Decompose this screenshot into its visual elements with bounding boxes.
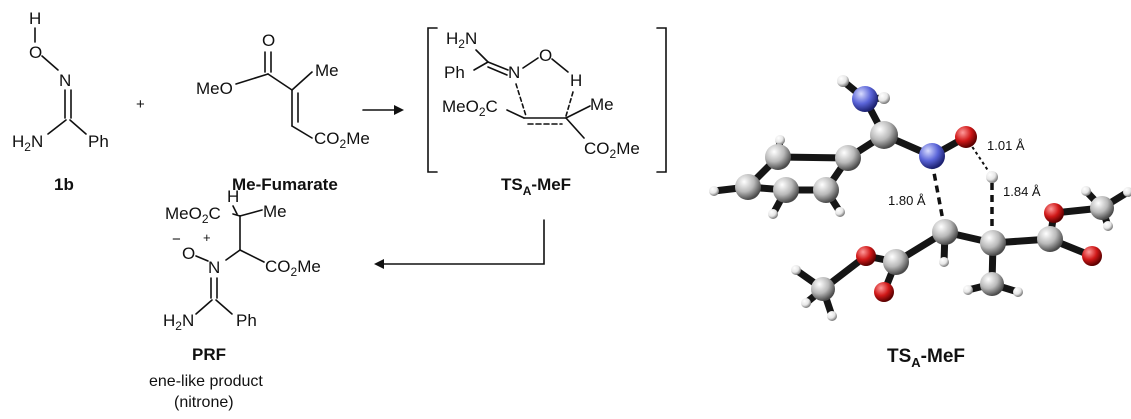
prf-charge-plus: +: [203, 230, 211, 245]
model-atoms: [709, 75, 1131, 321]
model-h: [878, 92, 890, 104]
model-h: [835, 207, 845, 217]
model-h: [939, 257, 949, 267]
ts-bracket-structure: H2N Ph N O H MeO2C Me CO2Me TSA-MeF: [427, 27, 667, 198]
plus-sign: +: [136, 96, 145, 113]
model-o: [1082, 246, 1102, 266]
model-h-transfer: [986, 171, 998, 183]
model-c-ring: [773, 177, 799, 203]
model-c-methyl: [1090, 196, 1114, 220]
model-h: [1081, 186, 1091, 196]
atom-h-red: H: [29, 9, 41, 28]
prf-atom-n: N: [208, 258, 220, 277]
atom-meo: MeO: [196, 79, 233, 98]
molecule-1b: H O N H2N Ph 1b: [12, 9, 109, 194]
atom-ph: Ph: [88, 132, 109, 151]
prf-charge-minus: −: [172, 231, 181, 248]
ts-atom-o: O: [539, 46, 552, 65]
atom-nh2: H2N: [12, 132, 43, 154]
model-o: [1044, 203, 1064, 223]
label-ts-mef: TSA-MeF: [501, 175, 571, 198]
model-n-amine: [852, 86, 878, 112]
ts-atom-h-red: H: [570, 71, 582, 90]
prf-atom-o: O: [182, 244, 195, 263]
prf-atom-me: Me: [263, 202, 287, 221]
model-c-methyl: [980, 272, 1004, 296]
ts-3d-model: 1.01 Å 1.80 Å 1.84 Å TSA-MeF: [709, 75, 1131, 370]
molecule-me-fumarate: O MeO Me CO2Me Me-Fumarate: [196, 31, 370, 194]
model-o-oxime: [955, 126, 977, 148]
label-ts-mef-model: TSA-MeF: [887, 346, 965, 370]
prf-atom-nh2: H2N: [163, 311, 194, 333]
atom-o: O: [29, 43, 42, 62]
distance-oh: 1.01 Å: [987, 138, 1025, 153]
distance-hc: 1.84 Å: [1003, 184, 1041, 199]
label-1b: 1b: [54, 175, 74, 194]
model-h: [837, 75, 849, 87]
label-ene-like-product: ene-like product: [149, 373, 263, 390]
model-c-ring: [735, 174, 761, 200]
atom-co2me: CO2Me: [314, 129, 370, 151]
model-c-ester: [883, 249, 909, 275]
model-forming-bonds: [930, 141, 994, 236]
prf-atom-meo2c: MeO2C: [165, 204, 221, 226]
model-o: [874, 282, 894, 302]
atom-n: N: [59, 71, 71, 90]
model-c-ring: [765, 144, 791, 170]
ts-atom-meo2c: MeO2C: [442, 97, 498, 119]
arrow-to-product: [374, 219, 545, 269]
model-c-amidine: [870, 121, 898, 149]
model-c-ring: [835, 145, 861, 171]
model-h: [1103, 221, 1113, 231]
model-c-methyl: [811, 277, 835, 301]
arrow-to-ts: [362, 105, 404, 115]
molecule-prf: H MeO2C Me CO2Me − O + N H2N Ph PRF ene-…: [149, 187, 321, 411]
model-h: [775, 135, 785, 145]
prf-atom-h-red: H: [227, 187, 239, 206]
model-h: [768, 209, 778, 219]
ts-atom-ph: Ph: [444, 63, 465, 82]
prf-atom-ph: Ph: [236, 311, 257, 330]
atom-o-carbonyl: O: [262, 31, 275, 50]
model-h: [963, 285, 973, 295]
model-o: [856, 246, 876, 266]
ts-atom-nh2: H2N: [446, 29, 477, 51]
model-c-ring: [813, 177, 839, 203]
model-h: [801, 298, 811, 308]
model-h: [791, 265, 801, 275]
label-prf: PRF: [192, 345, 226, 364]
model-c-alkene: [980, 230, 1006, 256]
distance-nc: 1.80 Å: [888, 193, 926, 208]
ts-atom-me: Me: [590, 95, 614, 114]
ts-atom-n: N: [508, 63, 520, 82]
model-c-ester: [1037, 226, 1063, 252]
model-h: [709, 186, 719, 196]
label-me-fumarate: Me-Fumarate: [232, 175, 338, 194]
model-h: [827, 311, 837, 321]
prf-atom-co2me: CO2Me: [265, 257, 321, 279]
label-nitrone: (nitrone): [174, 394, 234, 411]
model-h: [1123, 187, 1131, 197]
atom-me: Me: [315, 61, 339, 80]
model-h: [1013, 287, 1023, 297]
model-c-alkene: [932, 219, 958, 245]
model-n-oxime: [919, 143, 945, 169]
ts-atom-co2me: CO2Me: [584, 139, 640, 161]
